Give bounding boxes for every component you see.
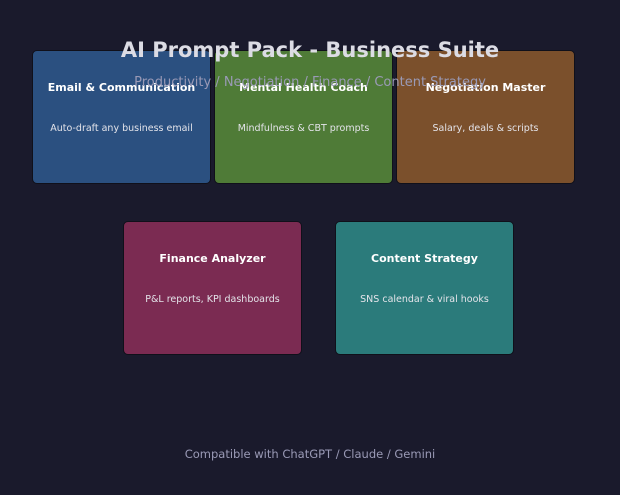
card-title: Finance Analyzer — [159, 252, 266, 265]
card-negotiation-master: Negotiation Master Salary, deals & scrip… — [396, 50, 575, 184]
card-description: SNS calendar & viral hooks — [360, 294, 489, 305]
card-description: Mindfulness & CBT prompts — [237, 123, 370, 134]
card-mental-health-coach: Mental Health Coach Mindfulness & CBT pr… — [214, 50, 393, 184]
card-title: Email & Communication — [47, 81, 196, 94]
card-title: Mental Health Coach — [239, 81, 368, 94]
card-description: P&L reports, KPI dashboards — [145, 294, 280, 305]
card-finance-analyzer: Finance Analyzer P&L reports, KPI dashbo… — [123, 221, 302, 355]
card-content-strategy: Content Strategy SNS calendar & viral ho… — [335, 221, 514, 355]
card-description: Auto-draft any business email — [50, 123, 193, 134]
page-title: AI Prompt Pack - Business Suite — [120, 38, 500, 62]
card-email-communication: Email & Communication Auto-draft any bus… — [32, 50, 211, 184]
card-description: Salary, deals & scripts — [432, 123, 539, 134]
page-subtitle: Productivity / Negotiation / Finance / C… — [134, 75, 486, 90]
compatibility-note: Compatible with ChatGPT / Claude / Gemin… — [184, 447, 436, 461]
card-title: Content Strategy — [371, 252, 478, 265]
card-title: Negotiation Master — [425, 81, 546, 94]
